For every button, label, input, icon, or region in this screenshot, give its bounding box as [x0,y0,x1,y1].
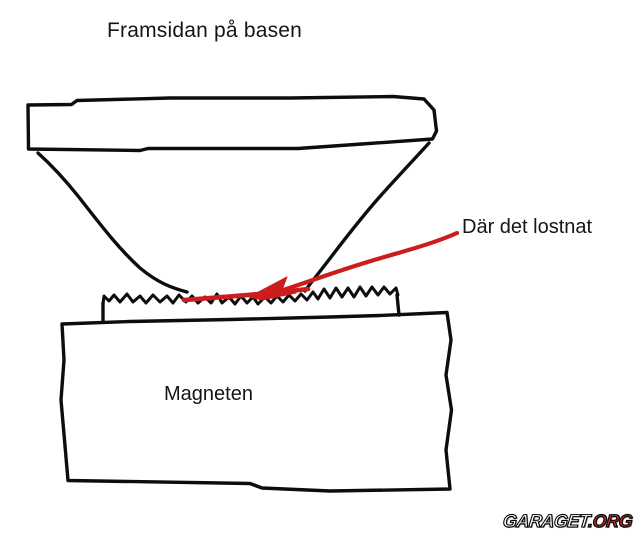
cone-right-line [303,141,431,293]
top-plate-right-edge [395,293,401,317]
watermark-site-text: GARAGET [501,510,590,531]
watermark-tld-text: .ORG [586,510,634,531]
title-label: Framsidan på basen [107,19,303,42]
magnet-label: Magneten [164,383,253,405]
speaker-frame-outline [26,94,439,153]
arrow-head-icon [248,276,297,301]
cone-left-line [36,151,189,294]
garaget-watermark-logo: GARAGET.ORG [501,510,634,532]
loose-seam-underline [181,286,311,303]
magnet-outline [59,310,454,493]
annotation-label: Där det lostnat [462,216,593,238]
arrow-curve [277,230,460,294]
